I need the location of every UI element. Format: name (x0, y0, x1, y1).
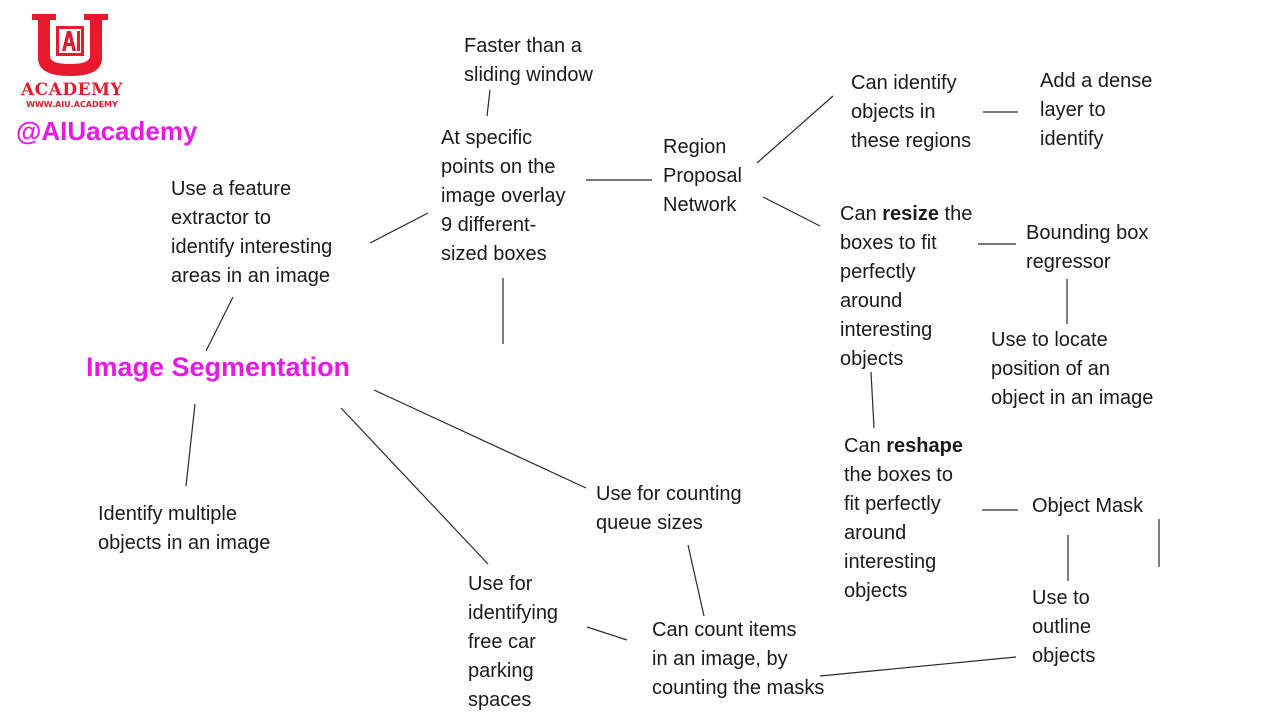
node-count-items: Can count items in an image, by counting… (652, 619, 825, 699)
node-object-mask: Object Mask (1032, 495, 1144, 517)
node-outline-objects: Use to outline objects (1032, 587, 1096, 667)
node-parking-spaces: Use for identifying free car parking spa… (468, 573, 559, 711)
social-handle: @AIUacademy (16, 116, 198, 146)
reshape-text-post: the boxes to fit perfectly around intere… (844, 464, 953, 602)
resize-text-post: the boxes to fit perfectly around intere… (840, 203, 973, 370)
resize-text-bold: resize (882, 203, 939, 225)
academy-logo: ACADEMY WWW.AIU.ACADEMY (18, 12, 123, 109)
reshape-text-pre: Can (844, 435, 887, 457)
link-rpn-resize (762, 196, 821, 227)
link-rpn-identify (756, 95, 834, 164)
link-title-queue (373, 389, 587, 489)
node-queue-sizes: Use for counting queue sizes (596, 483, 742, 534)
link-feature-points (369, 212, 429, 244)
node-reshape-boxes: Can reshape the boxes to fit perfectly a… (844, 432, 963, 606)
link-queue-count (687, 544, 705, 617)
resize-text-pre: Can (840, 203, 883, 225)
link-title-parking (340, 407, 489, 565)
node-sliding-window: Faster than a sliding window (464, 35, 593, 86)
link-title-multiple (185, 403, 196, 487)
node-locate-position: Use to locate position of an object in a… (991, 329, 1154, 409)
node-bounding-box-regressor: Bounding box regressor (1026, 222, 1149, 273)
link-count-outline (819, 656, 1017, 677)
node-identify-regions: Can identify objects in these regions (851, 72, 972, 152)
diagram-title: Image Segmentation (86, 352, 351, 382)
node-multiple-objects: Identify multiple objects in an image (98, 503, 271, 554)
node-specific-points: At specific points on the image overlay … (441, 127, 566, 265)
logo-wordmark: ACADEMY (20, 80, 124, 100)
link-title-feature (205, 296, 234, 352)
link-parking-count (586, 626, 628, 641)
link-resize-reshape (870, 371, 875, 429)
node-region-proposal-network: Region Proposal Network (663, 136, 742, 216)
node-dense-layer: Add a dense layer to identify (1040, 70, 1153, 150)
link-points-sliding (486, 89, 491, 117)
reshape-text-bold: reshape (886, 435, 963, 457)
aiu-logo-mark (32, 14, 108, 76)
node-resize-boxes: Can resize the boxes to fit perfectly ar… (840, 200, 972, 374)
node-feature-extractor: Use a feature extractor to identify inte… (171, 178, 333, 287)
logo-url: WWW.AIU.ACADEMY (26, 100, 118, 109)
